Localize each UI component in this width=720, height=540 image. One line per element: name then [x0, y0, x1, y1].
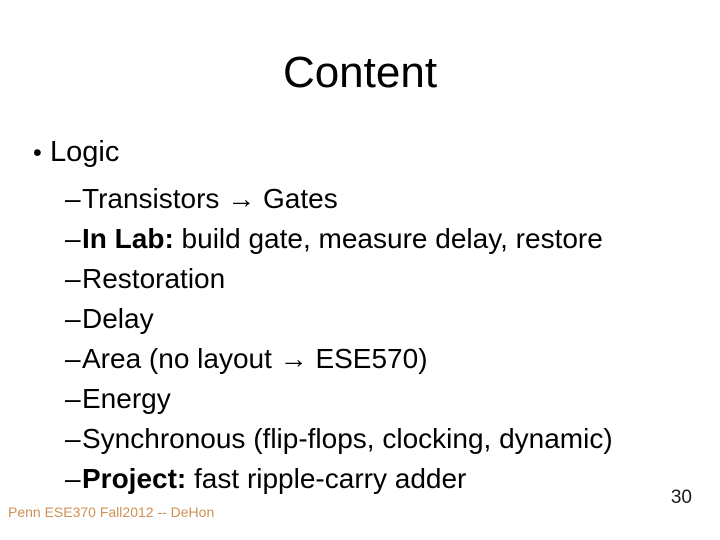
sub-bullet-item-in-lab: –In Lab: build gate, measure delay, rest… [65, 219, 613, 259]
slide-title: Content [282, 48, 438, 97]
sub-bullet-text: Restoration [82, 263, 226, 294]
sub-bullet-item-project: –Project: fast ripple-carry adder [65, 459, 613, 499]
dash-marker-icon: – [65, 383, 81, 414]
sub-bullet-text: fast ripple-carry adder [186, 463, 467, 494]
sub-bullet-text: build gate, measure delay, restore [173, 223, 603, 254]
dash-marker-icon: – [65, 343, 81, 374]
dash-marker-icon: – [65, 183, 81, 214]
sub-bullet-item-restoration: –Restoration [65, 259, 613, 299]
sub-bullet-item-energy: –Energy [65, 379, 613, 419]
sub-bullet-list: –Transistors → Gates –In Lab: build gate… [65, 179, 613, 499]
sub-bullet-item-transistors: –Transistors → Gates [65, 179, 613, 219]
sub-bullet-text: Energy [82, 383, 171, 414]
sub-bullet-text: Delay [82, 303, 154, 334]
dash-marker-icon: – [65, 223, 81, 254]
sub-bullet-text: Synchronous (flip-flops, clocking, dynam… [82, 423, 613, 454]
bullet-item-logic: • Logic [33, 136, 119, 169]
sub-bullet-item-area: –Area (no layout → ESE570) [65, 339, 613, 379]
sub-bullet-text: Transistors → Gates [82, 183, 338, 214]
dash-marker-icon: – [65, 263, 81, 294]
dash-marker-icon: – [65, 463, 81, 494]
sub-bullet-text: Area (no layout → ESE570) [82, 343, 428, 374]
page-number: 30 [670, 487, 692, 508]
dash-marker-icon: – [65, 303, 81, 334]
bullet-marker-icon: • [33, 139, 42, 167]
sub-bullet-item-synchronous: –Synchronous (flip-flops, clocking, dyna… [65, 419, 613, 459]
sub-bullet-bold: In Lab: [82, 223, 174, 254]
bullet-label: Logic [50, 136, 120, 168]
sub-bullet-item-delay: –Delay [65, 299, 613, 339]
sub-bullet-bold: Project: [82, 463, 187, 494]
dash-marker-icon: – [65, 423, 81, 454]
footer-credit: Penn ESE370 Fall2012 -- DeHon [8, 504, 215, 520]
